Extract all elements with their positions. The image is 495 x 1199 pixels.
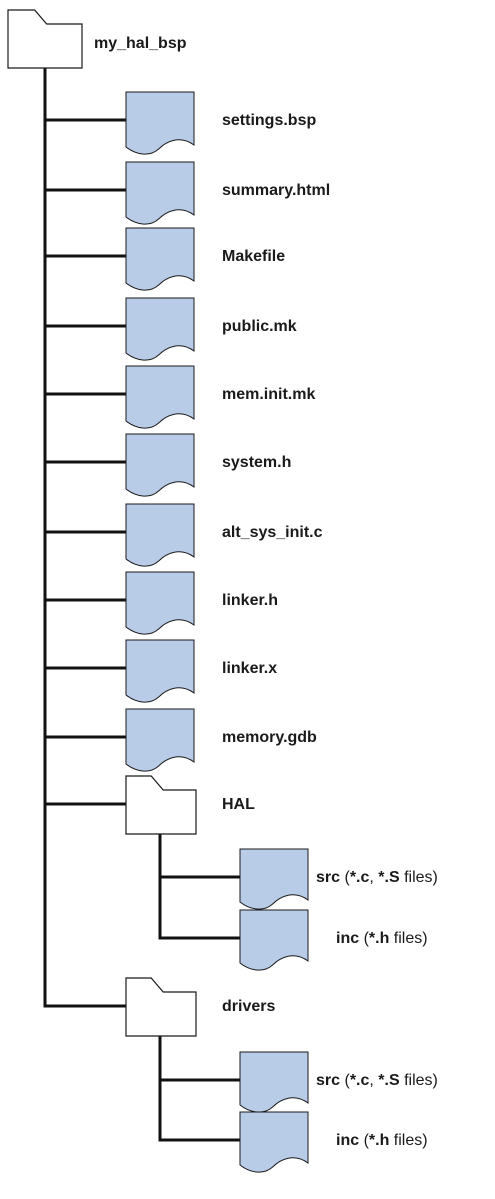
file-icon-9 (125, 708, 195, 772)
file-icon-2 (125, 227, 195, 291)
file-icon-drivers-child-1 (239, 1111, 309, 1173)
folder-label-drivers: drivers (222, 998, 276, 1015)
file-icon-hal-child-1 (239, 909, 309, 971)
drivers-inc-open: ( (359, 1132, 369, 1149)
root-folder-icon (7, 9, 83, 69)
hal-src-ext2: *.S (378, 869, 400, 886)
drivers-src-ext2: *.S (378, 1072, 400, 1089)
hal-inc-suffix: files) (389, 930, 428, 947)
hal-src-suffix: files) (399, 869, 438, 886)
file-label-system-h: system.h (222, 454, 292, 471)
drivers-src-ext1: *.c (349, 1072, 370, 1089)
root-folder-label: my_hal_bsp (94, 35, 187, 52)
file-label-linker-x: linker.x (222, 660, 278, 677)
file-label-alt-sys-init-c: alt_sys_init.c (222, 524, 323, 541)
hal-src-label: src (*.c, *.S files) (316, 869, 438, 887)
hal-inc-dir: inc (336, 930, 360, 947)
file-icon-6 (125, 503, 195, 567)
file-label-linker-h: linker.h (222, 592, 279, 609)
drivers-inc-label: inc (*.h files) (336, 1132, 428, 1150)
file-label-makefile: Makefile (222, 248, 286, 265)
file-icon-4 (125, 365, 195, 429)
hal-src-open: ( (340, 869, 350, 886)
file-label-mem-init-mk: mem.init.mk (222, 386, 316, 403)
drivers-src-sep: , (369, 1072, 379, 1089)
file-icon-hal-child-0 (239, 848, 309, 910)
hal-inc-ext1: *.h (368, 930, 390, 947)
file-label-memory-gdb: memory.gdb (222, 729, 317, 746)
branch-lines (43, 66, 242, 1142)
file-icon-7 (125, 571, 195, 635)
drivers-inc-dir: inc (336, 1132, 360, 1149)
hal-inc-label: inc (*.h files) (336, 930, 428, 948)
file-label-public-mk: public.mk (222, 318, 297, 335)
node-icons (7, 9, 309, 1173)
drivers-src-label: src (*.c, *.S files) (316, 1072, 438, 1090)
file-icon-5 (125, 433, 195, 497)
file-icon-1 (125, 161, 195, 225)
drivers-src-open: ( (340, 1072, 350, 1089)
drivers-src-suffix: files) (399, 1072, 438, 1089)
file-icon-0 (125, 91, 195, 155)
drivers-src-dir: src (316, 1072, 341, 1089)
file-label-settings-bsp: settings.bsp (222, 112, 317, 129)
hal-inc-open: ( (359, 930, 369, 947)
folder-icon-hal (125, 775, 197, 835)
folder-icon-drivers (125, 977, 197, 1037)
drivers-inc-ext1: *.h (368, 1132, 390, 1149)
hal-src-ext1: *.c (349, 869, 370, 886)
file-label-summary-html: summary.html (222, 182, 331, 199)
folder-label-hal: HAL (222, 796, 255, 813)
hal-src-dir: src (316, 869, 341, 886)
drivers-inc-suffix: files) (389, 1132, 428, 1149)
file-icon-8 (125, 639, 195, 703)
file-icon-drivers-child-0 (239, 1051, 309, 1113)
hal-src-sep: , (369, 869, 379, 886)
file-icon-3 (125, 297, 195, 361)
